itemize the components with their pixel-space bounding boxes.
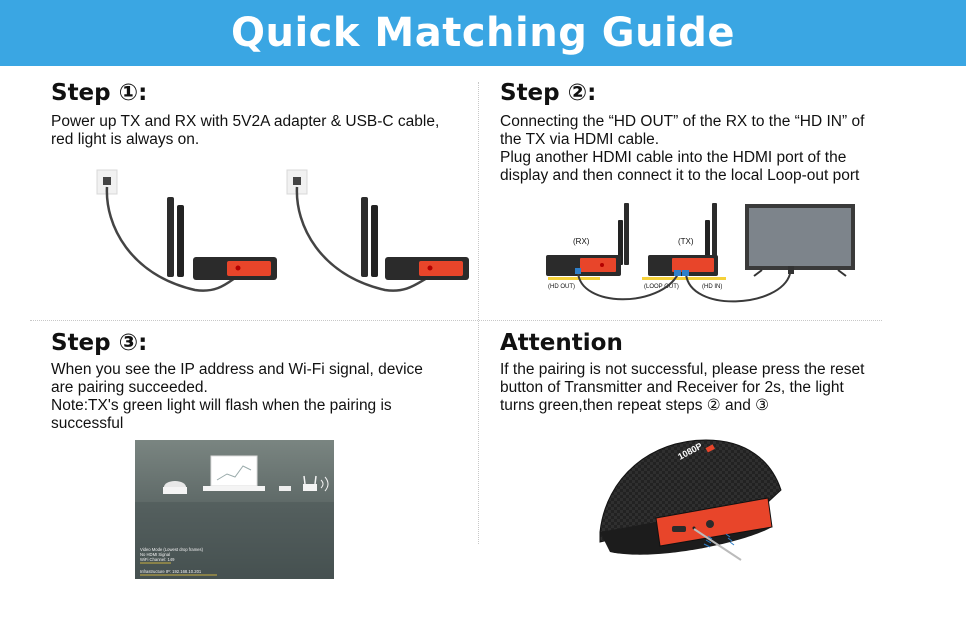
step3-line: Note:TX's green light will flash when th… [51, 397, 392, 414]
press-indicator-icon [725, 533, 735, 546]
attention-text: If the pairing is not successful, please… [500, 361, 864, 415]
antenna-icon [167, 197, 174, 277]
horizontal-divider [30, 320, 882, 321]
step1-illustration [96, 169, 469, 292]
device-port-panel [419, 261, 463, 276]
attention-line: If the pairing is not successful, please… [500, 361, 865, 378]
hd-in-label: (HD IN) [702, 284, 722, 290]
screen-hdmi-signal: No HDMI Signal [140, 552, 170, 557]
reset-button-illustration: 1080P [599, 439, 782, 561]
red-light-icon [427, 265, 433, 271]
antenna-icon [361, 197, 368, 277]
screen-video-mode: Video Mode (Lowest drop frames) [140, 547, 204, 552]
plug-icon [293, 177, 301, 185]
usb-c-port-icon [672, 526, 686, 532]
rx-power-setup [96, 169, 277, 292]
screen-wifi-channel: WiFi Channel: 149 [140, 557, 175, 562]
vertical-divider [478, 82, 479, 544]
orange-port-panel [655, 497, 773, 547]
step2-line: the TX via HDMI cable. [500, 131, 660, 148]
step2-text: Connecting the “HD OUT” of the RX to the… [500, 113, 864, 185]
step2-line: Plug another HDMI cable into the HDMI po… [500, 149, 847, 166]
step3-title: Step ③: [51, 330, 148, 356]
step3-text: When you see the IP address and Wi-Fi si… [51, 361, 423, 433]
press-indicator-icon [703, 535, 713, 548]
antenna-icon [624, 203, 629, 265]
step1-line: red light is always on. [51, 131, 200, 148]
red-light-icon [235, 265, 241, 271]
wireless-receiver-icon [279, 475, 329, 492]
antenna-icon [618, 220, 623, 265]
step2-title: Step ②: [500, 80, 597, 106]
loop-out-label: (LOOP OUT) [644, 284, 679, 290]
step1-text: Power up TX and RX with 5V2A adapter & U… [51, 113, 439, 149]
antenna-icon [712, 203, 717, 265]
hdmi-cable [577, 271, 679, 301]
display-monitor-icon [745, 204, 855, 277]
antenna-icon [705, 220, 710, 265]
usb-c-cable [105, 186, 236, 292]
pairing-screen-photo: Video Mode (Lowest drop frames) No HDMI … [135, 440, 334, 579]
attention-title: Attention [500, 330, 623, 356]
hd-out-label: (HD OUT) [548, 284, 575, 290]
step2-line: Connecting the “HD OUT” of the RX to the… [500, 113, 865, 130]
step1-line: Power up TX and RX with 5V2A adapter & U… [51, 113, 440, 130]
pin-tool-icon [693, 528, 742, 561]
router-icon [163, 481, 187, 494]
step3-line: successful [51, 415, 124, 432]
hdmi-cable [685, 273, 791, 303]
step3-line: are pairing succeeded. [51, 379, 208, 396]
device-port-panel [227, 261, 271, 276]
attention-line: turns green,then repeat steps ② and ③ [500, 397, 770, 414]
usb-c-cable [295, 186, 428, 292]
step2-line: display and then connect it to the local… [500, 167, 860, 184]
laptop-icon [203, 455, 265, 491]
tx-device: (TX) (LOOP OUT) (HD IN) [642, 203, 726, 290]
tx-power-setup [286, 169, 469, 292]
rx-label: (RX) [573, 237, 590, 246]
attention-line: button of Transmitter and Receiver for 2… [500, 379, 844, 396]
plug-icon [103, 177, 111, 185]
step2-illustration: (RX) (HD OUT) (TX) (LOOP OUT) (HD IN) [546, 203, 855, 303]
antenna-icon [371, 205, 378, 277]
step3-line: When you see the IP address and Wi-Fi si… [51, 361, 423, 378]
screen-ip-address: Infrastructure IP: 192.168.10.201 [140, 569, 202, 574]
header-banner: Quick Matching Guide [0, 0, 966, 66]
antenna-icon [177, 205, 184, 277]
rx-device: (RX) (HD OUT) [546, 203, 629, 290]
page-title: Quick Matching Guide [230, 10, 736, 56]
step1-title: Step ①: [51, 80, 148, 106]
tx-label: (TX) [678, 237, 694, 246]
led-indicator-icon [706, 520, 714, 528]
